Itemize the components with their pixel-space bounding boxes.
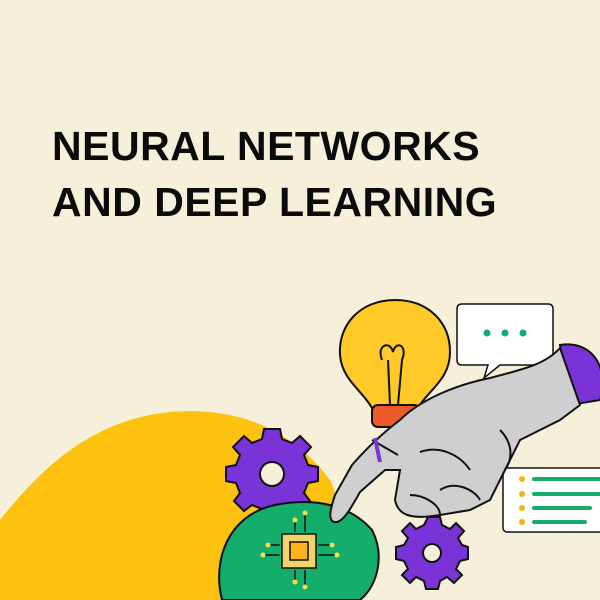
chip-icon bbox=[260, 510, 340, 590]
title-line-2: AND DEEP LEARNING bbox=[52, 179, 498, 225]
gear-icon bbox=[395, 516, 469, 590]
list-card-icon bbox=[502, 467, 600, 533]
robot-hand-icon bbox=[329, 343, 600, 524]
title-line-1: NEURAL NETWORKS bbox=[52, 123, 481, 169]
chat-bubble-icon bbox=[456, 303, 554, 381]
poster-title: NEURAL NETWORKS AND DEEP LEARNING bbox=[52, 118, 497, 230]
